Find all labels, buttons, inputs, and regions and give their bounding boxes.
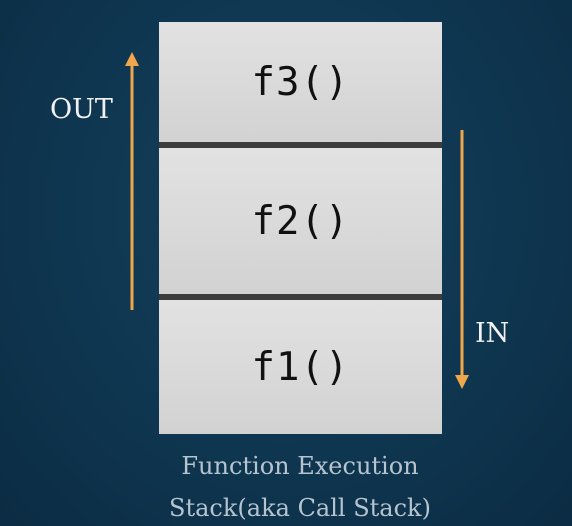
stack-frame-f2: f2() <box>159 148 442 294</box>
out-label: OUT <box>50 94 113 125</box>
in-arrow-head <box>455 375 469 389</box>
caption-line-2: Stack(aka Call Stack) <box>169 494 431 522</box>
stack-divider <box>159 294 442 300</box>
stack-frame-f3: f3() <box>159 22 442 142</box>
stack-frame-f1: f1() <box>159 300 442 434</box>
stack-divider <box>159 142 442 148</box>
execution-stack: f3() f2() f1() <box>159 22 442 434</box>
out-arrow-head <box>125 52 139 66</box>
caption-line-1: Function Execution <box>181 452 419 480</box>
in-label: IN <box>475 318 510 349</box>
